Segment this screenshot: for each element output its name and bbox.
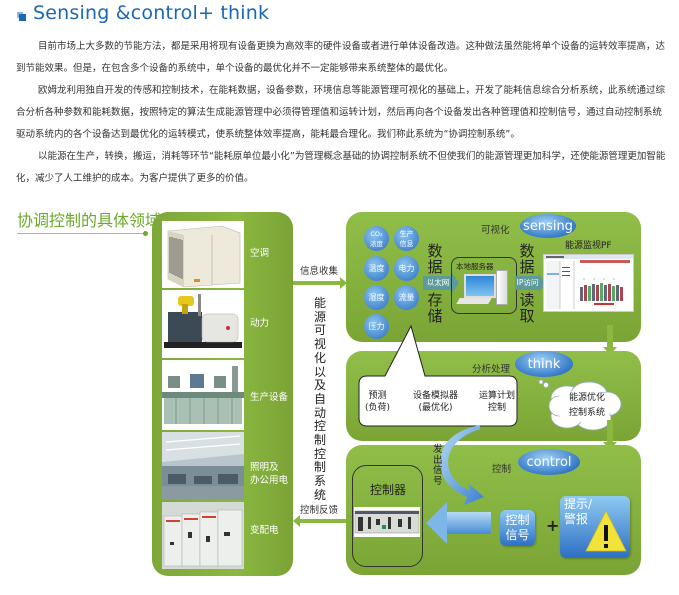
header-icon xyxy=(17,12,26,21)
device-label-air-conditioner: 空调 xyxy=(250,248,270,259)
monitor-pf-label: 能源监视PF xyxy=(565,241,612,251)
section-divider xyxy=(17,233,145,234)
control-feedback-arrow xyxy=(300,519,348,523)
control-label: 控制 xyxy=(492,464,512,475)
paragraph-2: 欧姆龙利用独自开发的传感和控制技术，在能耗数据，设备参数，环境信息等能源管理可视… xyxy=(16,85,666,140)
data-store-char-3: 存 xyxy=(427,291,443,309)
data-store-char-1: 数 xyxy=(427,242,443,260)
plus-sign: + xyxy=(546,516,560,535)
data-store-char-4: 储 xyxy=(427,307,443,325)
air-conditioner-image xyxy=(162,221,244,288)
optimization-system-text: 能源优化 控制系统 xyxy=(569,393,606,418)
analysis-callout xyxy=(358,324,518,427)
data-read-char-3: 读 xyxy=(519,291,535,309)
paragraph-3: 以能源在生产，转换，搬运，消耗等环节“能耗原单位最小化”为管理概念基础的协调控制… xyxy=(16,151,666,184)
data-read-char-1: 数 xyxy=(519,242,535,260)
sensor-co2: CO₂ 浓度 xyxy=(364,226,389,251)
data-read-char-2: 据 xyxy=(519,258,535,276)
signal-arrow-body xyxy=(446,512,491,534)
system-vertical-title: 能源可视化以及自动控制控制系统 xyxy=(313,296,326,502)
server-monitor-icon xyxy=(464,274,496,298)
data-store-char-2: 据 xyxy=(427,258,443,276)
sensor-production-info: 生产 信息 xyxy=(394,226,419,251)
info-collect-arrowhead-icon xyxy=(340,277,347,289)
office-lighting-image xyxy=(162,432,244,500)
power-distribution-image xyxy=(162,502,244,569)
control-signal-box: 控制 信号 xyxy=(500,510,535,546)
production-line-image xyxy=(162,360,244,430)
device-label-distribution: 变配电 xyxy=(250,525,279,536)
warning-icon xyxy=(585,510,627,552)
server-keyboard-icon xyxy=(456,298,492,304)
send-signal-label: 发出信号 xyxy=(433,444,443,487)
ethernet-arrow: 以太网 xyxy=(423,276,453,290)
data-read-char-4: 取 xyxy=(519,307,535,325)
flow-arrow-1 xyxy=(607,325,613,350)
visualize-label: 可视化 xyxy=(481,225,510,236)
sensor-pressure: 压力 xyxy=(364,314,389,339)
intro-text: 目前市场上大多数的节能方法，都是采用将现有设备更换为高效率的硬件设备或者进行单体… xyxy=(16,36,670,190)
sensor-humidity: 湿度 xyxy=(364,285,389,310)
ip-access-arrowhead-icon xyxy=(539,273,545,293)
sensor-flow: 流量 xyxy=(394,285,419,310)
thought-cloud-icon xyxy=(538,379,622,431)
section-title: 协调控制的具体领域 xyxy=(17,211,162,230)
sensing-tag: sensing xyxy=(520,214,576,238)
device-label-power: 动力 xyxy=(250,318,270,329)
analysis-item-forecast: 预测 (负荷) xyxy=(365,391,391,413)
paragraph-1: 目前市场上大多数的节能方法，都是采用将现有设备更换为高效率的硬件设备或者进行单体… xyxy=(16,41,666,74)
control-feedback-label: 控制反馈 xyxy=(300,505,339,516)
local-server-label: 本地服务器 xyxy=(456,262,494,271)
device-label-lighting: 照明及 办公用电 xyxy=(250,462,289,486)
ip-access-arrow: IP访问 xyxy=(515,276,540,290)
info-collect-arrow xyxy=(293,281,345,285)
plc-controller-image xyxy=(354,507,420,537)
send-signal-arrow-icon xyxy=(440,425,484,505)
analysis-item-plan: 运算计划 控制 xyxy=(479,391,516,413)
page-title: Sensing &control+ think xyxy=(33,2,270,24)
sensor-temperature: 温度 xyxy=(364,256,389,281)
signal-arrowhead-icon xyxy=(426,502,447,544)
server-tower-icon xyxy=(496,270,508,305)
device-label-production: 生产设备 xyxy=(250,392,289,403)
generator-image xyxy=(162,290,244,358)
control-feedback-arrowhead-icon xyxy=(293,515,300,527)
control-tag: control xyxy=(518,449,580,475)
sensor-electricity: 电力 xyxy=(394,256,419,281)
alert-label: 提示/ 警报 xyxy=(564,497,593,526)
controller-box xyxy=(352,465,423,567)
controller-label: 控制器 xyxy=(370,483,407,497)
flow-arrow-2 xyxy=(607,420,613,445)
think-tag: think xyxy=(515,351,573,377)
ethernet-arrowhead-icon xyxy=(452,273,459,293)
analysis-label: 分析处理 xyxy=(472,364,511,375)
section-divider-dot xyxy=(143,231,148,236)
info-collect-label: 信息收集 xyxy=(300,266,339,277)
analysis-item-simulator: 设备模拟器 (最优化) xyxy=(413,391,459,413)
monitor-screenshot xyxy=(543,254,634,312)
